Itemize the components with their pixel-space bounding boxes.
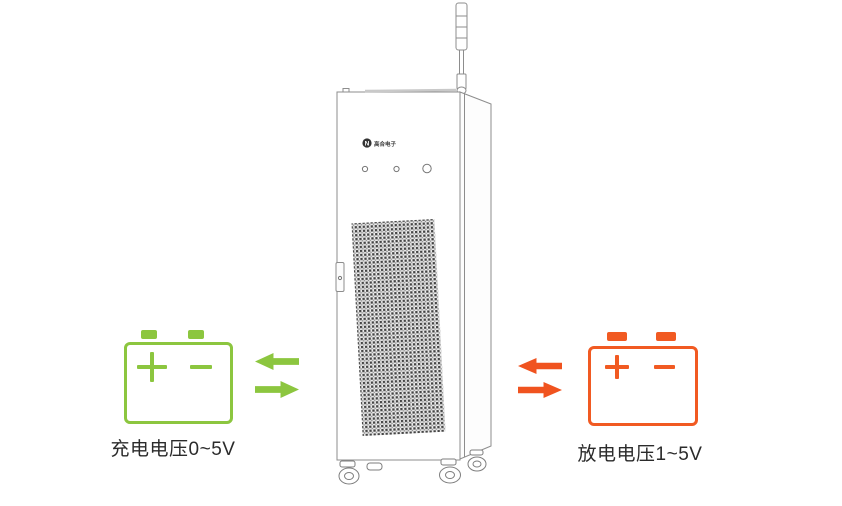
caster-bracket bbox=[469, 449, 484, 456]
brand-name-text: 高合电子 bbox=[374, 140, 397, 148]
charge-battery-terminal-positive bbox=[141, 330, 157, 339]
door-handle bbox=[335, 262, 345, 292]
minus-icon bbox=[190, 365, 212, 369]
discharge-battery-terminal-negative bbox=[656, 332, 676, 341]
charge-arrow-left-icon bbox=[255, 353, 299, 370]
charge-arrow-right-icon bbox=[255, 381, 299, 398]
caster-bracket bbox=[440, 458, 457, 466]
discharge-battery-terminal-positive bbox=[607, 332, 627, 341]
plus-icon bbox=[615, 355, 619, 379]
minus-icon bbox=[654, 365, 675, 369]
caster-bracket bbox=[339, 460, 356, 468]
discharge-voltage-label: 放电电压1~5V bbox=[577, 444, 703, 465]
ventilation-grille bbox=[351, 218, 446, 437]
discharge-arrow-right-icon bbox=[518, 382, 562, 398]
caster-hub bbox=[472, 460, 482, 468]
charge-voltage-label: 充电电压0~5V bbox=[110, 439, 236, 460]
caster-wheels bbox=[338, 449, 487, 485]
brand-logo-letter: N bbox=[365, 141, 370, 148]
plus-icon bbox=[150, 352, 154, 382]
equipment-cabinet: N 高合电子 bbox=[335, 2, 492, 485]
discharge-battery-icon bbox=[588, 346, 698, 426]
leveling-foot bbox=[366, 462, 383, 471]
charge-battery-terminal-negative bbox=[188, 330, 204, 339]
caster-hub bbox=[445, 471, 455, 479]
indicator-holes bbox=[361, 163, 432, 174]
discharge-arrow-left-icon bbox=[518, 358, 562, 374]
caster-hub bbox=[344, 472, 354, 480]
signal-tower-light-icon bbox=[455, 2, 468, 95]
brand-logo: N 高合电子 bbox=[362, 138, 397, 148]
charge-battery-icon bbox=[124, 342, 233, 424]
